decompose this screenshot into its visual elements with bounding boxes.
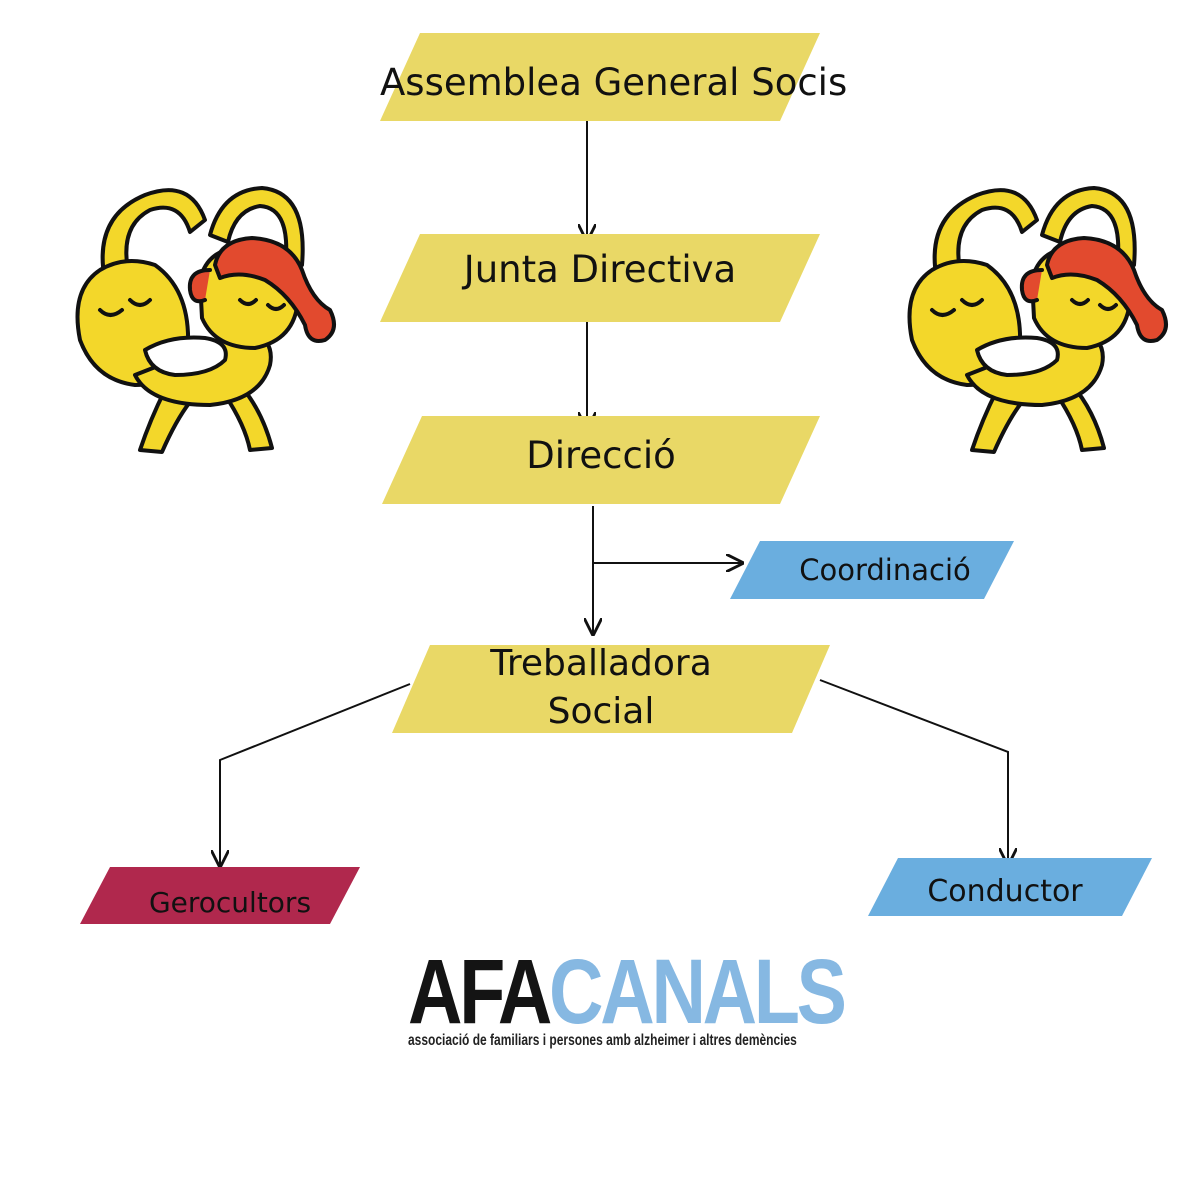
node-coordinacio: Coordinació (730, 541, 1014, 599)
node-label: Conductor (927, 874, 1083, 909)
node-gerocultors: Gerocultors (80, 867, 360, 924)
node-conductor: Conductor (868, 858, 1152, 916)
node-label: Direcció (526, 434, 676, 477)
node-shape (80, 867, 360, 924)
afa-canals-logo: AFACANALS associació de familiars i pers… (408, 946, 868, 1058)
node-junta-directiva: Junta Directiva (380, 234, 820, 322)
logo-tagline: associació de familiars i persones amb a… (408, 1032, 797, 1049)
node-direccio: Direcció (382, 416, 820, 504)
node-shape (392, 645, 830, 733)
embracing-couple-icon (907, 186, 1168, 454)
node-label: Coordinació (799, 553, 971, 587)
edge-treballadora-gerocultors (220, 683, 411, 866)
logo-afa: AFA (408, 941, 552, 1043)
logo-wordmark: AFACANALS (408, 946, 847, 1038)
embracing-couple-icon (75, 186, 336, 454)
node-shape (380, 33, 820, 121)
node-label: Treballadora Social (490, 643, 712, 732)
node-shape (868, 858, 1152, 916)
node-assemblea-general-socis: Assemblea General Socis (380, 33, 848, 121)
node-shape (380, 234, 820, 322)
node-label: Gerocultors (148, 886, 312, 919)
node-label: Assemblea General Socis (380, 61, 848, 104)
node-label: Junta Directiva (463, 248, 737, 291)
node-shape (382, 416, 820, 504)
node-shape (730, 541, 1014, 599)
logo-canals: CANALS (549, 941, 847, 1043)
node-treballadora-social: Treballadora Social (392, 643, 830, 733)
edge-treballadora-conductor (819, 679, 1008, 864)
